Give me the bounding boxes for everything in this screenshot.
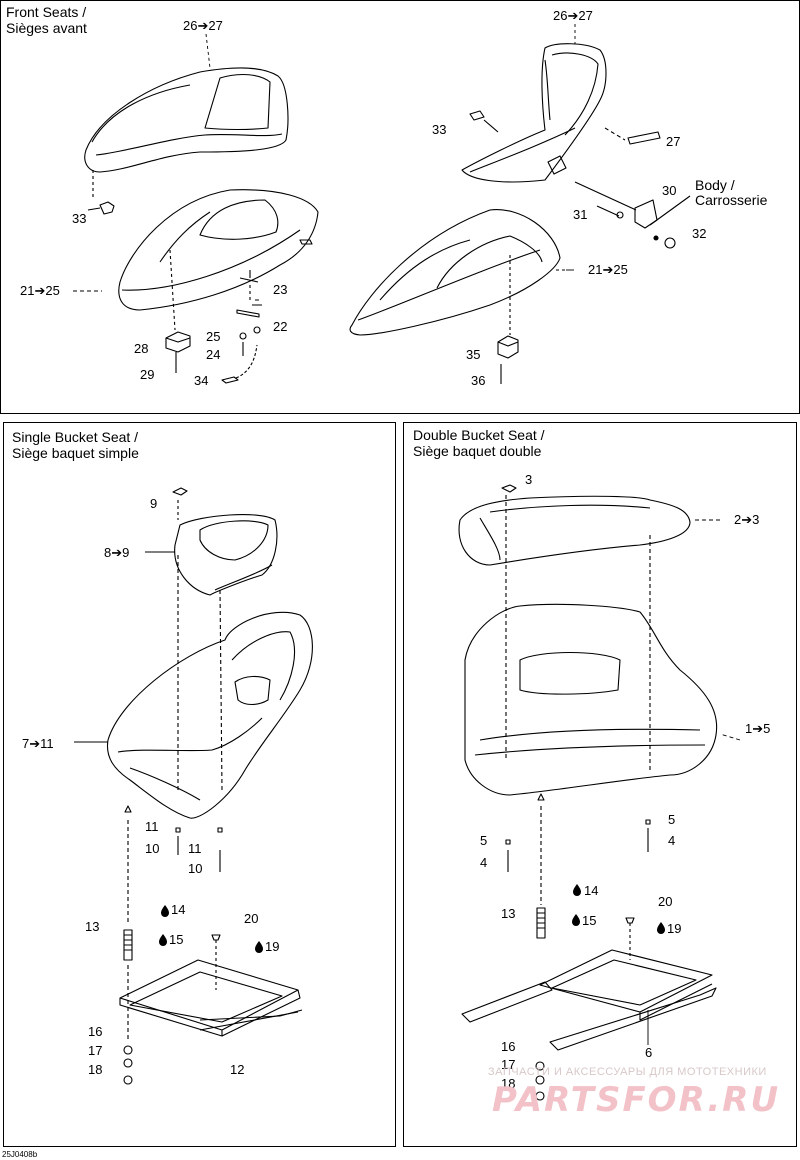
callout: 1➔5 [745, 721, 771, 736]
callout: 33 [72, 211, 87, 226]
callout: 34 [194, 373, 209, 388]
right-backrest [461, 43, 607, 183]
single-bucket-title: Single Bucket Seat /Siège baquet simple [12, 429, 139, 461]
callout: 26➔27 [183, 18, 223, 33]
callout: 28 [134, 341, 149, 356]
callout: 29 [140, 367, 155, 382]
left-backrest [84, 67, 289, 173]
callout: 8➔9 [104, 545, 130, 560]
callout: 16 [88, 1024, 103, 1039]
callout: 15 [582, 913, 597, 928]
callout: 33 [432, 122, 447, 137]
callout: 13 [501, 906, 516, 921]
callout: 14 [171, 902, 186, 917]
double-base-frame [461, 949, 717, 1051]
callout: 20 [658, 894, 673, 909]
callout: 17 [501, 1057, 516, 1072]
callout: 36 [471, 373, 486, 388]
callout: 31 [573, 207, 588, 222]
callout: 12 [230, 1062, 245, 1077]
callout: 11 [145, 819, 159, 834]
callout: 15 [169, 932, 184, 947]
watermark-logo: PARTSFOR.RU [492, 1080, 781, 1120]
callout: 11 [188, 841, 202, 856]
single-bucket-panel [3, 422, 396, 1147]
callout: 18 [88, 1062, 103, 1077]
callout: 25 [206, 329, 221, 344]
callout: 22 [273, 319, 288, 334]
callout: 21➔25 [588, 262, 628, 277]
single-base-frame [119, 959, 303, 1037]
callout: 21➔25 [20, 283, 60, 298]
callout: 23 [273, 282, 288, 297]
left-cushion [118, 189, 319, 311]
callout: 27 [666, 134, 681, 149]
callout: 9 [150, 496, 158, 511]
front-seats-title: Front Seats /Sièges avant [6, 4, 87, 36]
double-bucket-shell [464, 603, 718, 796]
double-bucket-title: Double Bucket Seat /Siège baquet double [413, 427, 545, 459]
drawing-code: 25J0408b [2, 1150, 38, 1159]
callout: 32 [692, 226, 707, 241]
watermark-tagline: ЗАПЧАСТИ И АКСЕССУАРЫ ДЛЯ МОТОТЕХНИКИ [488, 1066, 767, 1078]
body-label: Body /Carrosserie [695, 177, 768, 208]
callout: 18 [501, 1076, 516, 1091]
lubricant-drop-icons [159, 884, 665, 953]
callout: 2➔3 [734, 512, 760, 527]
callout: 19 [265, 939, 280, 954]
callout: 24 [206, 347, 221, 362]
double-bucket-panel [403, 422, 797, 1147]
callout: 16 [501, 1039, 516, 1054]
callout: 5 [480, 833, 488, 848]
callout: 19 [667, 921, 682, 936]
callout: 6 [645, 1045, 653, 1060]
callout: 13 [85, 919, 100, 934]
callout: 20 [244, 911, 259, 926]
callout: 7➔11 [22, 736, 54, 751]
callout: 14 [584, 883, 599, 898]
single-headrest [174, 514, 278, 596]
callout: 4 [668, 833, 676, 848]
callout: 5 [668, 812, 676, 827]
callout: 3 [525, 472, 533, 487]
callout: 30 [662, 183, 677, 198]
double-headrest [458, 495, 691, 566]
single-bucket-shell [106, 611, 313, 819]
callout: 35 [466, 347, 481, 362]
callout: 10 [145, 841, 160, 856]
callout: 26➔27 [553, 8, 593, 23]
right-cushion [349, 209, 561, 336]
callout: 10 [188, 861, 203, 876]
callout: 4 [480, 855, 488, 870]
callout: 17 [88, 1043, 103, 1058]
